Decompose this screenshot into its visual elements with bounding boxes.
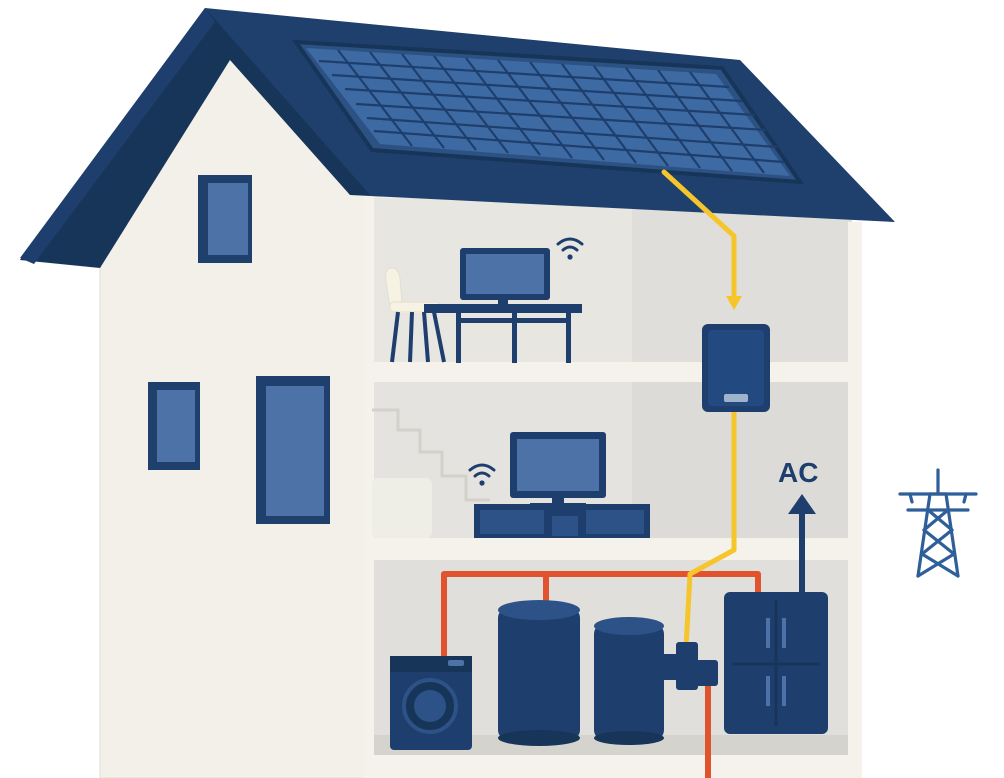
arrow-up-icon xyxy=(788,494,816,594)
heating-pipes xyxy=(441,571,761,778)
solar-panel-icon xyxy=(291,39,805,185)
storage-tank-icon-large xyxy=(498,600,580,746)
floor-slab-2 xyxy=(372,538,852,560)
floor-slab-1 xyxy=(372,362,852,382)
solar-wire xyxy=(661,169,737,651)
roof-left-gable xyxy=(20,8,370,268)
monitor-icon-middle xyxy=(510,432,606,507)
solar-panel-grid xyxy=(318,49,785,174)
sofa-hint xyxy=(372,478,432,538)
window-attic-pane xyxy=(208,183,248,255)
office-top-floor xyxy=(385,237,584,363)
window-left-lower-pane xyxy=(157,390,195,462)
interior-rooms xyxy=(364,195,862,778)
wall-frame-right xyxy=(848,222,862,778)
wall-frame-left xyxy=(364,195,374,778)
window-right-lower-pane xyxy=(266,386,324,516)
wire-inverter-to-pump xyxy=(683,409,737,651)
monitor-icon-top xyxy=(460,248,550,305)
battery-cabinet-icon xyxy=(724,592,828,734)
inverter-icon xyxy=(702,324,770,412)
storage-tank-icon-small xyxy=(594,617,664,745)
wifi-icon-middle xyxy=(468,463,496,486)
roof-left-edge xyxy=(20,8,215,264)
power-pylon-icon xyxy=(898,468,978,578)
wifi-icon-top xyxy=(556,237,584,260)
tv-cabinet xyxy=(474,504,650,538)
pump-icon xyxy=(646,642,718,690)
desk-icon xyxy=(424,304,582,363)
pipe-main xyxy=(441,571,761,662)
windows xyxy=(148,175,330,524)
chair-icon xyxy=(385,267,446,363)
wall-frame-bottom xyxy=(364,755,862,778)
arrow-down-icon xyxy=(726,296,742,310)
basement-floor xyxy=(372,735,852,755)
stairs xyxy=(372,408,490,502)
wire-panel-to-inverter xyxy=(661,169,737,303)
living-middle-floor xyxy=(372,432,650,538)
ac-label: AC xyxy=(778,457,818,488)
washing-machine-icon xyxy=(390,656,472,750)
